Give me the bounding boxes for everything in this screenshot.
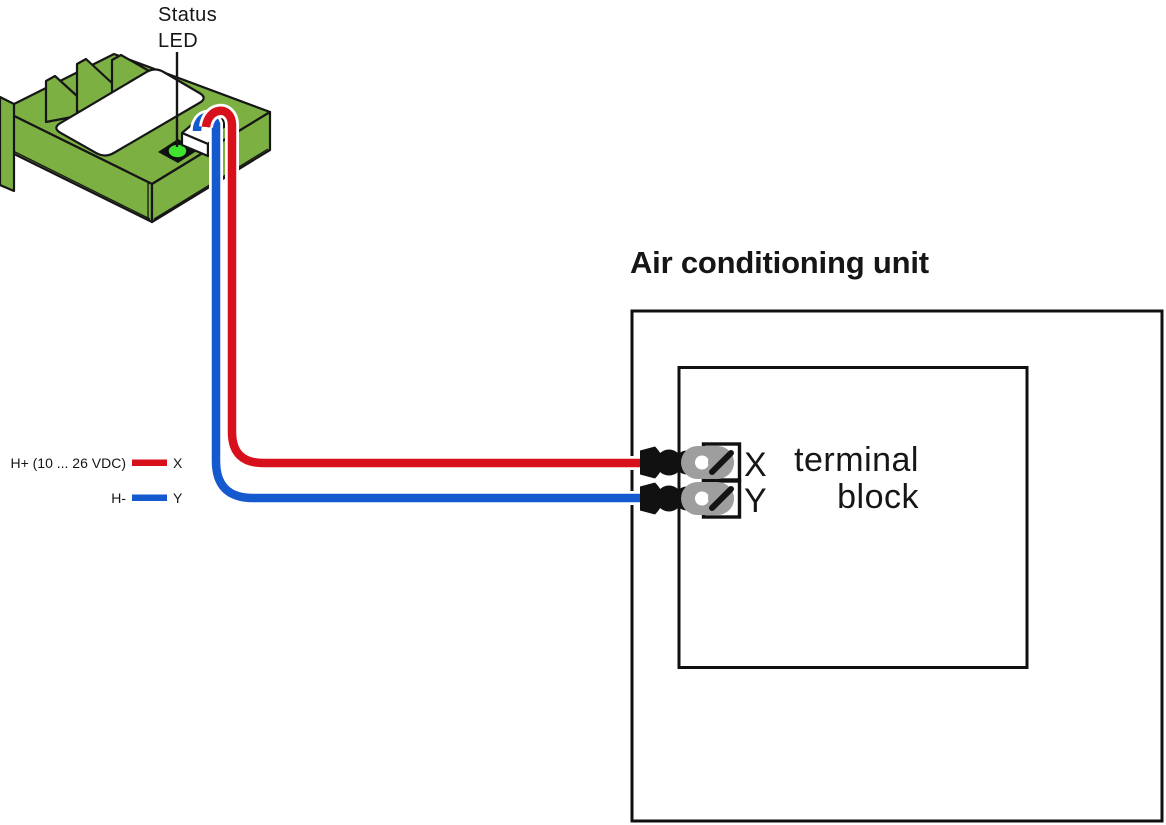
terminal-block-label-line1: terminal xyxy=(794,441,919,479)
terminal-x-crimp-lug xyxy=(640,446,663,479)
terminal-y-screw-slot xyxy=(709,486,734,511)
ac-unit: Air conditioning unit terminal block xyxy=(630,245,1164,823)
status-led-callout: Status LED xyxy=(158,4,217,147)
legend-negative-terminal: Y xyxy=(173,490,183,506)
wires xyxy=(190,103,652,505)
terminal-x-ring-hole xyxy=(695,455,709,470)
wire-positive xyxy=(201,106,652,468)
terminal-y-crimp-lug xyxy=(640,482,663,515)
legend-negative-swatch xyxy=(132,494,167,501)
wire-positive-halo xyxy=(199,103,652,470)
module-label-sticker xyxy=(55,68,205,157)
terminal-y-ring-hole xyxy=(695,491,709,506)
legend-positive-swatch xyxy=(132,459,167,466)
legend-negative-signal: H- xyxy=(111,490,126,506)
terminal-x-label: X xyxy=(744,446,767,484)
callout-text-line1: Status xyxy=(158,4,217,26)
wire-negative xyxy=(192,112,652,503)
legend-positive-terminal: X xyxy=(173,455,183,471)
terminal-y: Y xyxy=(640,479,767,520)
module-bevel-left xyxy=(4,146,151,220)
wire-legend: H+ (10 ... 26 VDC) X H- Y xyxy=(10,455,183,506)
terminal-block-label-line2: block xyxy=(837,478,919,516)
callout-text-line2: LED xyxy=(158,30,198,52)
terminal-y-lug-barrel xyxy=(656,485,682,512)
terminal-y-label: Y xyxy=(744,482,767,520)
module-end-wall xyxy=(0,95,16,193)
wire-negative-halo xyxy=(190,109,652,505)
terminal-x-lug-barrel xyxy=(656,449,682,476)
legend-positive-signal: H+ (10 ... 26 VDC) xyxy=(10,455,126,471)
terminal-x: X xyxy=(640,442,767,484)
terminal-x-screw-slot xyxy=(709,450,734,475)
ac-unit-title: Air conditioning unit xyxy=(630,245,929,280)
